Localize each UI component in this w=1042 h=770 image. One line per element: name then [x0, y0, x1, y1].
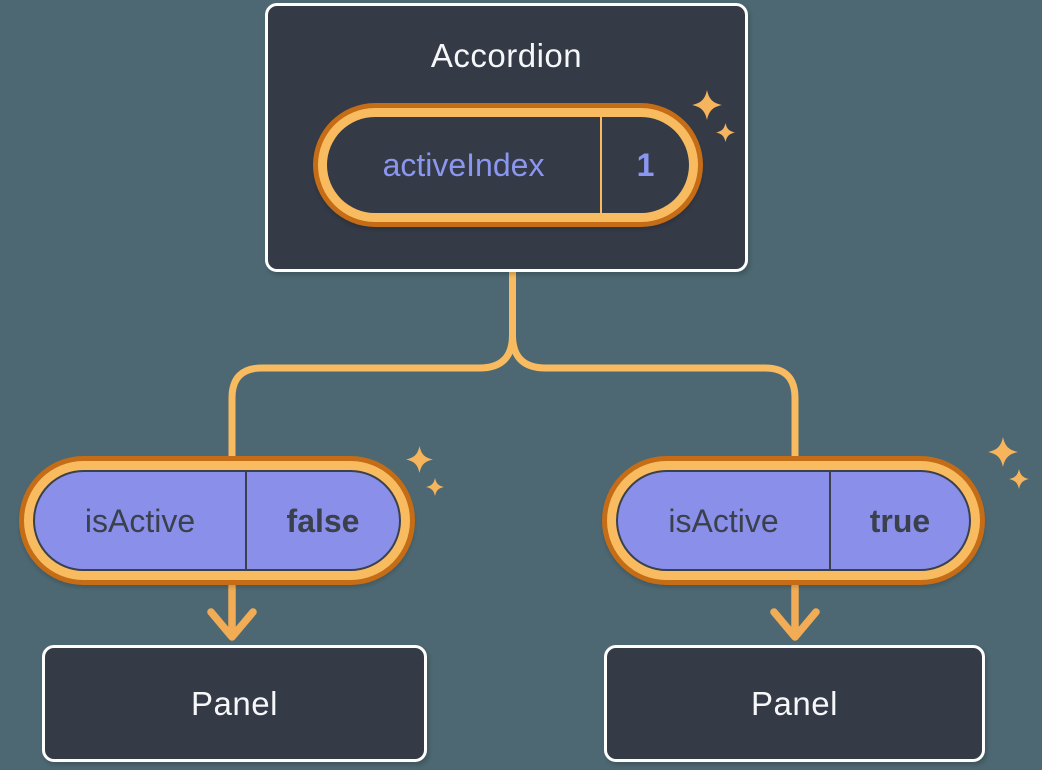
panel-node-right: Panel [604, 645, 985, 762]
arrow-down-left [207, 582, 257, 641]
connector-left-branch [228, 272, 516, 472]
panel-node-left: Panel [42, 645, 427, 762]
prop-pill-ring: isActive false [24, 461, 410, 580]
connector-right-branch [509, 272, 799, 472]
pill-divider [600, 117, 602, 213]
pill-divider [829, 472, 831, 569]
state-pill-value: 1 [636, 147, 655, 183]
prop-pill-value: true [869, 502, 931, 539]
prop-pill-label: isActive [668, 502, 779, 539]
sparkle-icon [988, 437, 1018, 467]
sparkle-icon [1009, 469, 1029, 489]
panel-title: Panel [191, 685, 278, 722]
prop-pill-false: isActive false [19, 456, 415, 585]
sparkle-icon [426, 478, 444, 496]
pill-divider [245, 472, 247, 569]
state-pill: activeIndex 1 [313, 103, 703, 227]
accordion-title: Accordion [430, 37, 583, 74]
prop-pill-ring: isActive true [607, 461, 980, 580]
arrow-down-right [770, 582, 820, 641]
state-pill-ring: activeIndex 1 [318, 108, 698, 222]
prop-pill-label: isActive [84, 502, 196, 539]
state-pill-label: activeIndex [382, 147, 545, 183]
sparkle-icon [692, 90, 722, 120]
prop-pill-true: isActive true [602, 456, 985, 585]
sparkle-icon [716, 123, 735, 142]
panel-title: Panel [751, 685, 838, 722]
sparkle-icon [406, 446, 433, 473]
prop-pill-value: false [286, 502, 360, 539]
